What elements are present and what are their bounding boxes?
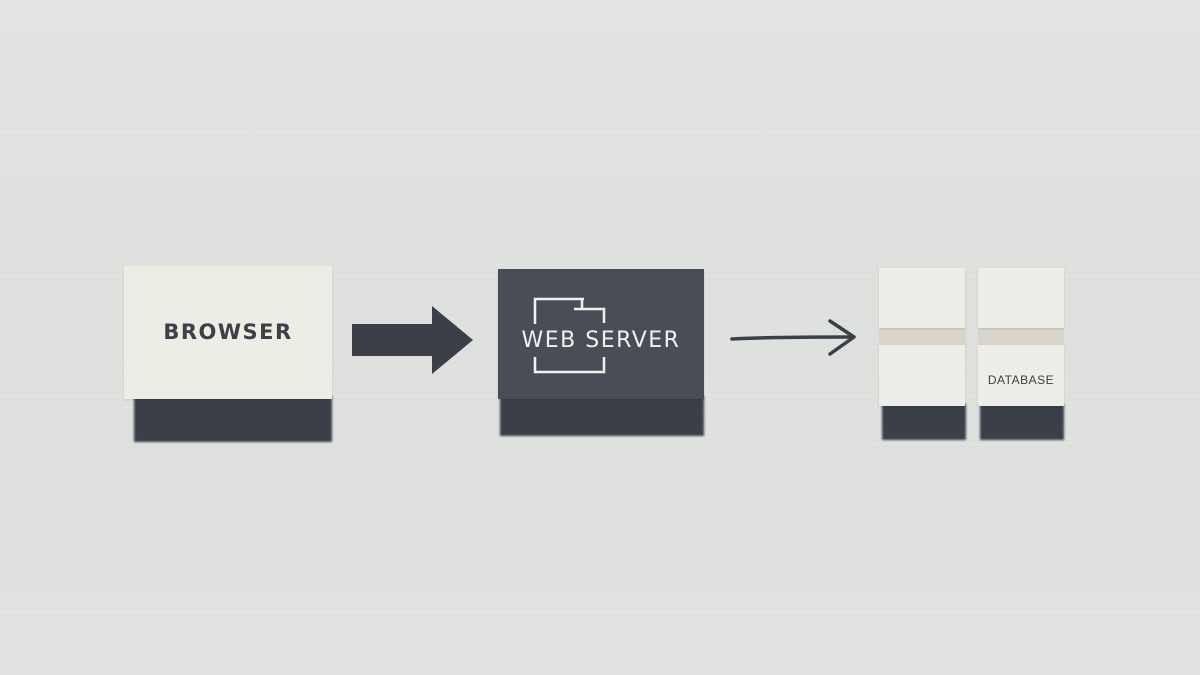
arrow-server-to-database: [730, 319, 856, 356]
database-label: DATABASE: [987, 373, 1055, 387]
database-block-bottom-left: [879, 345, 965, 406]
browser-shadow: [134, 396, 332, 442]
web-server-label: WEB SERVER: [521, 328, 681, 353]
database-block-bottom-right: DATABASE: [978, 345, 1064, 406]
window-icon: [533, 297, 606, 374]
thick-arrow-shape: [352, 306, 473, 374]
database-gap-band-right: [979, 326, 1063, 346]
browser-label: BROWSER: [163, 320, 293, 344]
database-block-top-left: [879, 268, 965, 328]
browser-node: BROWSER: [124, 266, 332, 399]
database-shadow-right: [980, 404, 1064, 440]
database-gap-band-left: [880, 326, 965, 346]
database-block-top-right: [978, 268, 1064, 328]
web-server-shadow: [500, 396, 704, 436]
arrow-browser-to-server: [352, 306, 473, 374]
thin-arrow-head: [828, 319, 856, 356]
thin-arrow-line: [730, 335, 853, 341]
web-server-node: WEB SERVER: [498, 269, 704, 399]
database-shadow-left: [882, 404, 966, 440]
